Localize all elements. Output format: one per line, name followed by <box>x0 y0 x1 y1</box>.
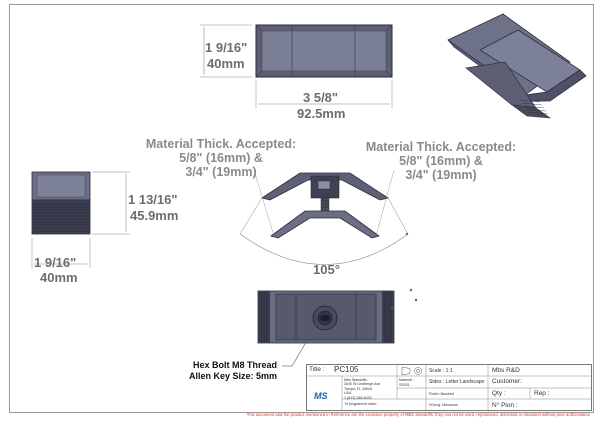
material-left-line2: 5/8" (16mm) & <box>179 151 263 165</box>
side-height-imperial-label: 1 13/16" <box>128 192 178 207</box>
material-right-line1: Material Thick. Accepted: <box>365 140 517 154</box>
hex-bolt-line1: Hex Bolt M8 Thread <box>192 360 277 370</box>
npion-field: N° Pion : <box>492 402 518 409</box>
qty-field: Qty : <box>492 390 506 397</box>
material-right-line3: 3/4" (19mm) <box>405 168 477 182</box>
address-line-1: Mbs Standoffs <box>344 378 367 382</box>
material-left-line1: Material Thick. Accepted: <box>145 137 297 151</box>
side-width-metric-label: 40mm <box>40 270 78 285</box>
side-height-metric-label: 45.9mm <box>130 208 179 223</box>
title-label: Title : <box>309 366 325 373</box>
company-logo: MS <box>314 391 328 401</box>
angle-label: 105° <box>313 262 340 277</box>
address-line-2: 3040 W Lindbergh Ave <box>344 382 381 387</box>
company-address: Mbs Standoffs 3040 W Lindbergh Ave Tampa… <box>344 378 380 400</box>
drawing-frame <box>9 4 594 413</box>
material-note-left: Material Thick. Accepted: 5/8" (16mm) & … <box>136 137 306 179</box>
material-right-line2: 5/8" (16mm) & <box>399 154 483 168</box>
material-note-right: Material Thick. Accepted: 5/8" (16mm) & … <box>356 140 526 182</box>
top-length-imperial-label: 3 5/8" <box>303 90 339 105</box>
hex-bolt-note: Hex Bolt M8 Thread Allen Key Size: 5mm <box>180 360 277 382</box>
address-line-5: 1 (813) 348-6020 <box>344 395 372 400</box>
material-left-line3: 3/4" (19mm) <box>185 165 257 179</box>
material-value: SS201 <box>399 383 410 387</box>
title-block <box>306 364 592 411</box>
scale-field: Scale : 1:1 <box>429 368 453 374</box>
address-line-3: Tampa, FL 33618 <box>344 386 372 391</box>
address-line-4: USA <box>344 391 352 396</box>
company-field: Mbs R&D <box>492 367 520 374</box>
finish-field: Finish: Brushed <box>429 392 454 396</box>
nprog-field: N°prog: Mécanum <box>429 403 459 407</box>
top-length-metric-label: 92.5mm <box>297 106 346 121</box>
hex-bolt-line2: Allen Key Size: 5mm <box>188 371 277 381</box>
side-width-imperial-label: 1 9/16" <box>34 255 77 270</box>
material-label: Material : <box>399 378 414 382</box>
rep-field: Rep : <box>534 390 550 397</box>
nprogramme-field: N°programme laser: <box>345 402 378 406</box>
sides-field: Sides : Letter Landscape <box>429 379 485 385</box>
top-width-metric-label: 40mm <box>207 56 245 71</box>
top-width-imperial-label: 1 9/16" <box>205 40 248 55</box>
title-value: PC105 <box>334 365 359 374</box>
customer-field: Customer: <box>492 378 522 385</box>
footer-notice: This document and the product mentioned … <box>246 412 590 417</box>
